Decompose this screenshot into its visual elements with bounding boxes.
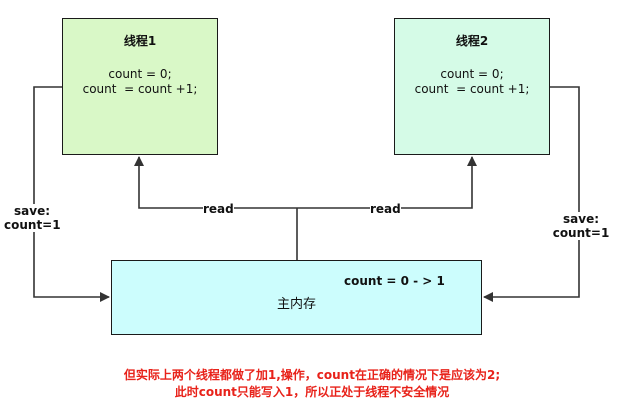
save-label-thread1: save: count=1 (4, 204, 61, 232)
thread1-title: 线程1 (123, 34, 157, 48)
save-label-thread1-line2: count=1 (4, 218, 61, 232)
save-arrow-thread2 (483, 86, 580, 302)
read-label-thread2: read (370, 202, 401, 216)
thread2-title: 线程2 (455, 34, 489, 48)
save-arrow-thread1 (33, 86, 110, 302)
save-label-thread2: save: count=1 (550, 212, 612, 240)
main-memory-box: count = 0 - > 1 主内存 (111, 260, 482, 335)
thread2-code-line1: count = 0; (440, 67, 504, 81)
note-line2: 此时count只能写入1，所以正处于线程不安全情况 (174, 385, 450, 399)
save-label-thread2-line2: count=1 (552, 226, 610, 240)
main-memory-title: 主内存 (276, 297, 316, 312)
save-label-thread1-line1: save: (14, 204, 50, 218)
thread1-code-line1: count = 0; (108, 67, 172, 81)
note-line1: 但实际上两个线程都做了加1,操作，count在正确的情况下是应该为2; (123, 368, 501, 382)
read-arrow-thread2 (297, 156, 477, 209)
thread1-code-line2: count = count +1; (82, 82, 198, 96)
thread1-box: 线程1 count = 0; count = count +1; (62, 18, 218, 155)
save-label-thread2-line1: save: (563, 212, 599, 226)
main-memory-value: count = 0 - > 1 (344, 274, 445, 288)
thread2-code-line2: count = count +1; (414, 82, 530, 96)
read-arrow-thread1 (134, 156, 297, 209)
read-label-thread1: read (203, 202, 234, 216)
thread2-box: 线程2 count = 0; count = count +1; (394, 18, 550, 155)
